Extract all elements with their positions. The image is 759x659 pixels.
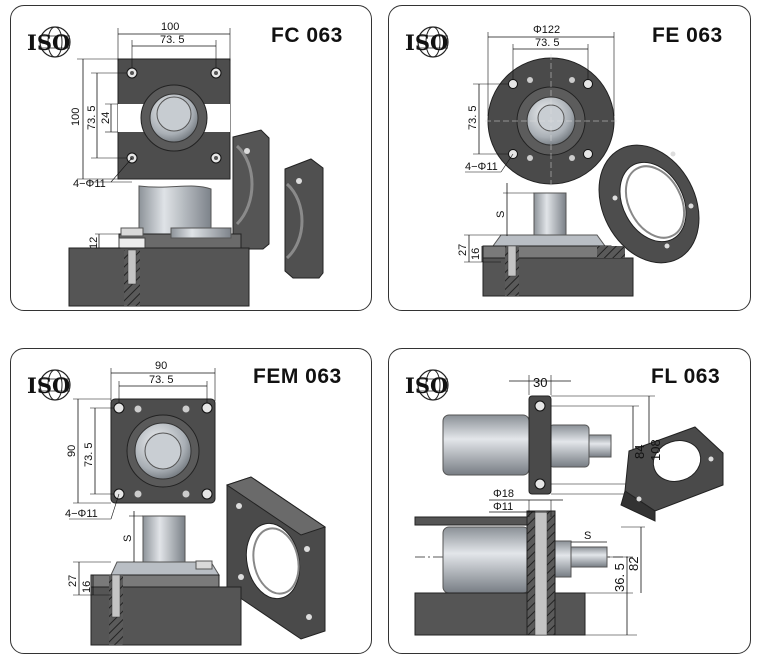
fl-dim-width: 30: [533, 375, 547, 390]
fe-dim-pitch-h: 73. 5: [535, 37, 559, 49]
fl-dim-d11: Φ11: [493, 501, 513, 513]
panel-title: FC 063: [271, 24, 343, 47]
panel-fem-063: ISO: [10, 348, 372, 654]
fl-063-drawing: ISO: [405, 369, 724, 636]
iso-logo: ISO: [27, 26, 71, 58]
fem-dim-thickness: 16: [81, 581, 93, 593]
fe-dim-pitch-v: 73. 5: [467, 106, 479, 130]
iso-logo-text: ISO: [27, 30, 70, 55]
fl-dim-stroke: S: [584, 530, 591, 542]
fc-dim-thickness: 12: [88, 237, 100, 249]
iso-logo-text: ISO: [27, 373, 70, 398]
fem-063-drawing: ISO: [27, 360, 327, 646]
fem-dim-pitch-v: 73. 5: [83, 443, 95, 467]
fc-dim-width: 100: [161, 21, 179, 33]
fem-dim-height: 90: [66, 445, 78, 457]
fem-dim-stroke: S: [122, 535, 134, 542]
panel-title: FL 063: [651, 365, 721, 388]
fe-dim-thickness: 16: [470, 248, 482, 260]
fl-dim-84: 84: [632, 445, 647, 459]
fem-dim-height2: 27: [67, 575, 79, 587]
fem-dim-width: 90: [155, 360, 167, 372]
fe-dim-diameter: Φ122: [533, 24, 560, 36]
fc-dim-height: 100: [70, 108, 82, 126]
fe-dim-holes: 4−Φ11: [465, 161, 498, 173]
fc-dim-pitch-v: 73. 5: [86, 106, 98, 130]
panel-title: FE 063: [652, 24, 723, 47]
fe-dim-stroke: S: [495, 211, 507, 218]
panel-title: FEM 063: [253, 365, 342, 388]
fc-063-drawing: ISO: [27, 21, 324, 307]
fl-dim-82: 82: [626, 557, 641, 571]
iso-logo: ISO: [405, 369, 449, 401]
iso-logo: ISO: [405, 26, 449, 58]
fc-dim-pitch-h: 73. 5: [160, 34, 184, 46]
fl-dim-108: 108: [648, 439, 663, 461]
iso-logo: ISO: [27, 369, 71, 401]
fem-dim-pitch-h: 73. 5: [149, 374, 173, 386]
fem-dim-holes: 4−Φ11: [65, 508, 98, 520]
panel-fc-063: ISO: [10, 5, 372, 311]
fl-dim-36-5: 36. 5: [612, 563, 627, 592]
iso-logo-text: ISO: [405, 30, 448, 55]
fc-dim-gap: 24: [100, 112, 112, 124]
iso-logo-text: ISO: [405, 373, 448, 398]
fe-dim-height: 27: [457, 244, 469, 256]
fl-dim-d18: Φ18: [493, 488, 514, 500]
fc-dim-holes: 4−Φ11: [73, 178, 106, 190]
fe-063-drawing: ISO: [405, 24, 700, 297]
panel-fl-063: ISO: [388, 348, 751, 654]
panel-fe-063: ISO: [388, 5, 751, 311]
